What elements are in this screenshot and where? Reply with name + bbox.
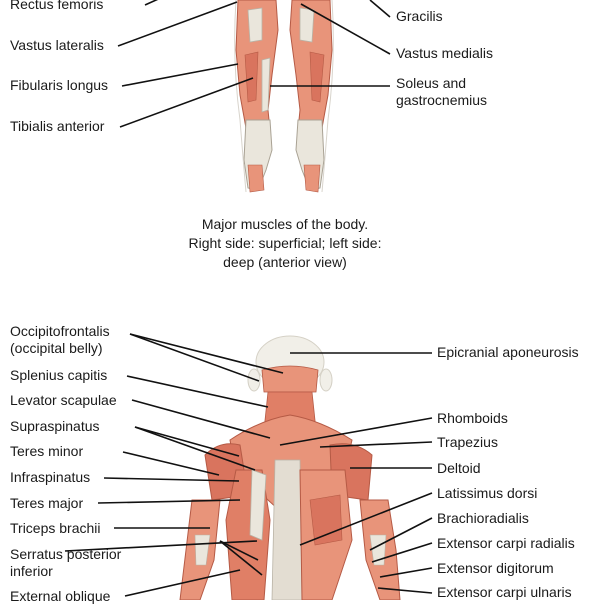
label-latissimus-dorsi: Latissimus dorsi: [437, 485, 538, 501]
label-serratus-posterior-inferior: Serratus posterior inferior: [10, 546, 122, 579]
label-soleus-gastrocnemius: Soleus and gastrocnemius: [396, 75, 488, 108]
label-tibialis-anterior: Tibialis anterior: [10, 118, 105, 134]
label-brachioradialis: Brachioradialis: [437, 510, 529, 526]
label-teres-minor: Teres minor: [10, 443, 84, 459]
anterior-legs-drawing: [234, 0, 334, 193]
label-epicranial-aponeurosis: Epicranial aponeurosis: [437, 344, 579, 360]
label-splenius-capitis: Splenius capitis: [10, 367, 108, 383]
label-gracilis: Gracilis: [396, 8, 443, 24]
label-extensor-digitorum: Extensor digitorum: [437, 560, 554, 576]
label-extensor-carpi-radialis: Extensor carpi radialis: [437, 535, 575, 551]
label-rectus-femoris: Rectus femoris: [10, 0, 104, 12]
label-triceps-brachii: Triceps brachii: [10, 520, 101, 536]
caption-line-3: deep (anterior view): [223, 254, 347, 270]
label-fibularis-longus: Fibularis longus: [10, 77, 109, 93]
label-deltoid: Deltoid: [437, 460, 481, 476]
label-vastus-medialis: Vastus medialis: [396, 45, 494, 61]
label-teres-major: Teres major: [10, 495, 84, 511]
label-occipitofrontalis: Occipitofrontalis (occipital belly): [10, 323, 110, 356]
label-supraspinatus: Supraspinatus: [10, 418, 100, 434]
caption-line-2: Right side: superficial; left side:: [188, 235, 382, 251]
label-infraspinatus: Infraspinatus: [10, 469, 91, 485]
label-rhomboids: Rhomboids: [437, 410, 508, 426]
label-levator-scapulae: Levator scapulae: [10, 392, 117, 408]
leader-lines: [64, 0, 433, 597]
label-trapezius: Trapezius: [437, 434, 498, 450]
label-vastus-lateralis: Vastus lateralis: [10, 37, 104, 53]
caption-line-1: Major muscles of the body.: [201, 216, 369, 232]
label-external-oblique: External oblique: [10, 588, 111, 604]
label-extensor-carpi-ulnaris: Extensor carpi ulnaris: [437, 584, 572, 600]
